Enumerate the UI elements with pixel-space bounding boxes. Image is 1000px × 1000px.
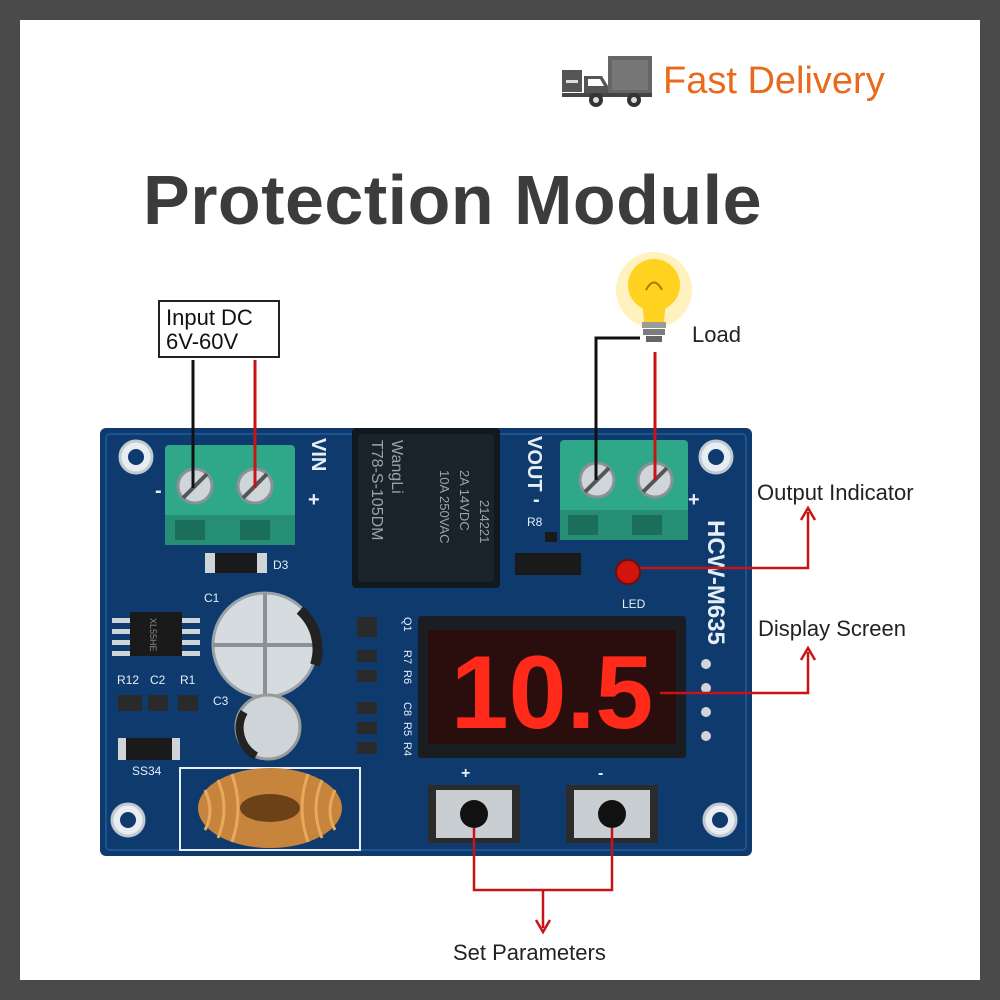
set-parameters-label: Set Parameters xyxy=(453,940,606,965)
vin-label: VIN xyxy=(307,438,329,471)
ic-code: XL55HE xyxy=(148,618,158,652)
svg-text:R1: R1 xyxy=(180,673,196,687)
light-bulb-icon xyxy=(616,252,692,342)
svg-text:C2: C2 xyxy=(150,673,166,687)
input-dc-line1: Input DC xyxy=(166,305,253,330)
svg-text:+: + xyxy=(461,765,470,782)
relay-model: T78-S-105DM xyxy=(368,440,385,540)
svg-text:R8: R8 xyxy=(527,515,543,529)
svg-text:-: - xyxy=(598,765,603,782)
output-led xyxy=(615,559,641,585)
vout-label: VOUT xyxy=(523,436,545,492)
svg-text:C3: C3 xyxy=(213,694,229,708)
svg-text:R7: R7 xyxy=(401,650,413,664)
mounting-holes xyxy=(110,439,738,838)
capacitor-c3 xyxy=(234,693,302,761)
diode-label: SS34 xyxy=(132,764,162,778)
led-label: LED xyxy=(622,597,646,611)
svg-text:R4: R4 xyxy=(401,742,413,756)
capacitor-c1 xyxy=(211,591,323,699)
input-dc-callout: Input DC 6V-60V xyxy=(158,300,280,358)
display-reading: 10.5 xyxy=(451,635,653,751)
fast-delivery-label: Fast Delivery xyxy=(663,59,885,102)
svg-text:+: + xyxy=(308,489,320,511)
board-model: HCW-M635 xyxy=(702,520,729,645)
output-indicator-label: Output Indicator xyxy=(757,480,914,505)
relay-brand: WangLi xyxy=(388,440,405,494)
svg-text:Q1: Q1 xyxy=(401,617,413,632)
svg-text:-: - xyxy=(155,480,162,502)
arrow-down-icon xyxy=(534,919,552,935)
svg-text:C8: C8 xyxy=(401,702,413,716)
arrow-up-icon xyxy=(799,645,817,661)
relay-code: 214221 xyxy=(477,500,492,543)
svg-text:C1: C1 xyxy=(204,591,220,605)
svg-text:D3: D3 xyxy=(273,558,289,572)
truck-icon xyxy=(562,56,652,107)
svg-text:-: - xyxy=(533,489,540,511)
svg-text:+: + xyxy=(688,489,700,511)
relay-spec-2: 2A 14VDC xyxy=(457,470,472,531)
load-negative-wire xyxy=(594,336,640,480)
seven-segment-display: 10.5 xyxy=(418,616,686,758)
page-title: Protection Module xyxy=(143,161,763,239)
svg-text:R12: R12 xyxy=(117,673,139,687)
input-terminal-block xyxy=(165,445,295,545)
svg-text:R6: R6 xyxy=(401,670,413,684)
arrow-up-icon xyxy=(799,505,817,521)
output-terminal-block xyxy=(560,440,688,540)
delivery-badge: Fast Delivery xyxy=(560,52,885,110)
display-screen-label: Display Screen xyxy=(758,616,906,641)
inductor-coil xyxy=(179,767,361,851)
display-screen-line xyxy=(660,652,810,695)
svg-text:R5: R5 xyxy=(401,722,413,736)
load-label: Load xyxy=(692,322,741,347)
relay: WangLi T78-S-105DM 10A 250VAC 2A 14VDC 2… xyxy=(352,428,500,588)
output-indicator-line xyxy=(640,512,810,570)
relay-spec-1: 10A 250VAC xyxy=(437,470,452,543)
input-dc-line2: 6V-60V xyxy=(166,329,239,354)
